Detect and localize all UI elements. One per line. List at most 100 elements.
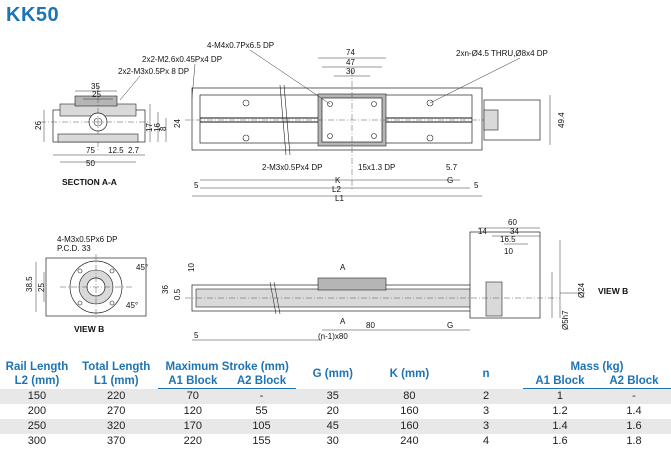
- table-row: 300 370 220 155 30 240 4 1.6 1.8: [0, 434, 671, 449]
- cell-g: 20: [295, 404, 370, 419]
- section-dim-2-7: 2.7: [128, 146, 140, 155]
- cell-stroke-a1: 120: [158, 404, 228, 419]
- cell-mass-a2: 1.6: [596, 419, 671, 434]
- view-b-note-pcd: P.C.D. 33: [57, 244, 91, 253]
- side-view-b-label: VIEW B: [598, 286, 628, 296]
- section-a-a-view: [40, 86, 167, 163]
- cell-mass-a2: 1.8: [596, 434, 671, 449]
- top-dim-74: 74: [346, 48, 355, 57]
- section-a-a-caption: SECTION A-A: [62, 177, 117, 187]
- cell-k: 240: [369, 434, 450, 449]
- top-dim-l2: L2: [332, 185, 341, 194]
- table-row: 250 320 170 105 45 160 3 1.4 1.6: [0, 419, 671, 434]
- technical-drawing: 35 25 26 50 75 12.5 2.7 17 16 8 2x2-M3x0…: [25, 41, 628, 341]
- table-row: 200 270 120 55 20 160 3 1.2 1.4: [0, 404, 671, 419]
- section-dim-17: 17: [145, 123, 154, 132]
- section-dim-75: 75: [86, 146, 95, 155]
- section-dim-25: 25: [92, 90, 101, 99]
- cell-total-length: 320: [73, 419, 159, 434]
- section-dim-12-5: 12.5: [108, 146, 124, 155]
- side-dim-80: 80: [366, 321, 375, 330]
- header-mass-a1: A1 Block: [522, 374, 597, 389]
- header-max-stroke: Maximum Stroke (mm): [158, 360, 296, 374]
- side-dim-14: 14: [478, 227, 487, 236]
- top-note-m3: 2-M3x0.5Px4 DP: [262, 163, 322, 172]
- top-dim-30: 30: [346, 67, 355, 76]
- cell-rail-length: 200: [0, 404, 74, 419]
- cell-k: 160: [369, 404, 450, 419]
- side-label-a-bottom: A: [340, 317, 346, 326]
- cell-k: 80: [369, 388, 450, 404]
- side-dim-36: 36: [161, 285, 170, 294]
- side-dim-60: 60: [508, 218, 517, 227]
- section-dim-35: 35: [91, 82, 100, 91]
- cell-stroke-a1: 170: [158, 419, 228, 434]
- header-k: K (mm): [369, 360, 450, 389]
- cell-mass-a2: -: [596, 388, 671, 404]
- view-b-caption: VIEW B: [74, 324, 104, 334]
- top-note-m4: 4-M4x0.7Px6.5 DP: [207, 41, 274, 50]
- side-dim-n-1-x80: (n-1)x80: [318, 332, 348, 341]
- side-dim-16-5: 16.5: [500, 235, 516, 244]
- cell-n: 3: [449, 404, 523, 419]
- section-dim-26: 26: [34, 121, 43, 130]
- header-mass: Mass (kg): [522, 360, 671, 374]
- view-b-dim-38-5: 38.5: [25, 276, 34, 292]
- top-note-m2-6: 2x2-M2.6x0.45Px4 DP: [142, 55, 222, 64]
- view-b-angle-bottom: 45°: [126, 301, 138, 310]
- side-dim-phi5h7: Ø5h7: [561, 310, 570, 330]
- cell-total-length: 370: [73, 434, 159, 449]
- cell-mass-a1: 1.2: [522, 404, 597, 419]
- view-b: [35, 254, 147, 320]
- cell-g: 35: [295, 388, 370, 404]
- cell-stroke-a2: 55: [227, 404, 296, 419]
- cell-stroke-a2: 105: [227, 419, 296, 434]
- cell-n: 2: [449, 388, 523, 404]
- cell-total-length: 270: [73, 404, 159, 419]
- side-dim-phi24: Ø24: [577, 282, 586, 298]
- page-title: KK50: [6, 4, 60, 26]
- top-dim-l1: L1: [335, 194, 344, 203]
- view-b-note-m3: 4-M3x0.5Px6 DP: [57, 235, 117, 244]
- side-view: [185, 227, 585, 341]
- top-dim-k: K: [335, 176, 341, 185]
- cell-g: 45: [295, 419, 370, 434]
- header-n: n: [449, 360, 523, 389]
- cell-rail-length: 150: [0, 388, 74, 404]
- cell-total-length: 220: [73, 388, 159, 404]
- section-note-m3: 2x2-M3x0.5Px 8 DP: [118, 67, 189, 76]
- top-dim-24: 24: [173, 119, 182, 128]
- cell-n: 3: [449, 419, 523, 434]
- side-dim-10-b: 10: [504, 247, 513, 256]
- side-label-a-top: A: [340, 263, 346, 272]
- cell-n: 4: [449, 434, 523, 449]
- cell-rail-length: 300: [0, 434, 74, 449]
- spec-table: Rail Length L2 (mm) Total Length L1 (mm)…: [0, 360, 671, 449]
- header-stroke-a1: A1 Block: [158, 374, 228, 389]
- top-note-thru: 2xn-Ø4.5 THRU,Ø8x4 DP: [456, 49, 548, 58]
- header-rail-length: Rail Length L2 (mm): [0, 360, 74, 389]
- cell-mass-a1: 1: [522, 388, 597, 404]
- header-g: G (mm): [295, 360, 370, 389]
- side-dim-34: 34: [510, 227, 519, 236]
- view-b-dim-25: 25: [37, 283, 46, 292]
- cell-g: 30: [295, 434, 370, 449]
- top-dim-5-7: 5.7: [446, 163, 458, 172]
- top-dim-5-right: 5: [474, 181, 479, 190]
- top-dim-47: 47: [346, 58, 355, 67]
- top-dim-49-4: 49.4: [557, 112, 566, 128]
- top-view: [185, 57, 551, 197]
- side-dim-10: 10: [187, 263, 196, 272]
- cell-stroke-a2: -: [227, 388, 296, 404]
- table-row: 150 220 70 - 35 80 2 1 -: [0, 388, 671, 404]
- section-dim-8: 8: [159, 126, 168, 131]
- cell-mass-a2: 1.4: [596, 404, 671, 419]
- cell-rail-length: 250: [0, 419, 74, 434]
- side-dim-g: G: [447, 321, 453, 330]
- cell-stroke-a2: 155: [227, 434, 296, 449]
- side-dim-5: 5: [194, 331, 199, 340]
- cell-mass-a1: 1.4: [522, 419, 597, 434]
- top-dim-g: G: [447, 176, 453, 185]
- header-mass-a2: A2 Block: [596, 374, 671, 389]
- header-total-length: Total Length L1 (mm): [73, 360, 159, 389]
